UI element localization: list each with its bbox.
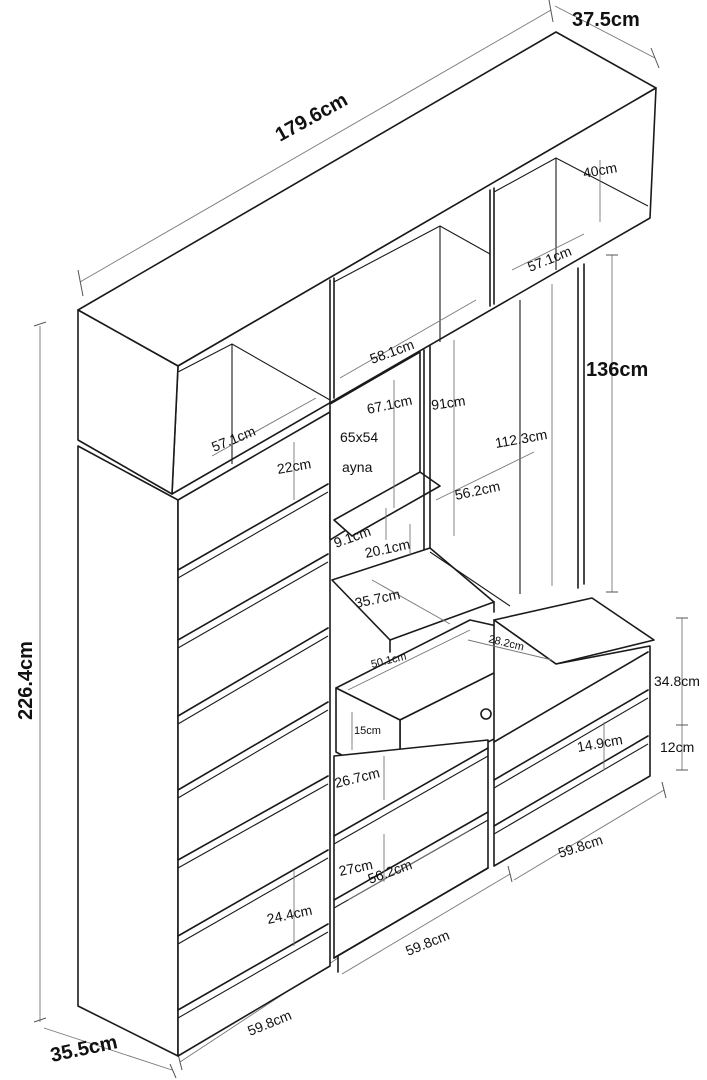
label-inner-height-91: 91cm [430, 392, 466, 413]
right-section [429, 263, 655, 867]
middle-section [329, 345, 561, 973]
label-mirror-word: ayna [342, 459, 373, 475]
label-inner-width-56: 56.2cm [453, 478, 501, 503]
label-mid-width: 59.8cm [403, 927, 452, 959]
top-unit [77, 31, 657, 495]
dimension-lines [33, 0, 688, 1079]
inner-dimension-arrows [211, 160, 605, 946]
label-bench-lower: 12cm [660, 739, 694, 755]
label-total-depth: 37.5cm [572, 9, 640, 31]
label-hanger-height: 136cm [586, 359, 648, 381]
label-inner-height-112: 112.3cm [494, 426, 549, 451]
label-bottom-mid-gap: 27cm [337, 856, 374, 879]
label-bench-shelf-gap: 14.9cm [576, 731, 624, 755]
label-bench-width: 59.8cm [556, 831, 605, 860]
label-total-width: 179.6cm [272, 89, 352, 147]
label-drawer-height: 15cm [354, 725, 381, 737]
label-total-height: 226.4cm [15, 641, 37, 720]
label-top-shelf-height: 40cm [582, 159, 618, 181]
label-bench-height: 34.8cm [654, 673, 700, 689]
label-mirror-size: 65x54 [340, 429, 378, 445]
label-side-depth: 35.5cm [48, 1031, 119, 1067]
label-left-shelf-gap: 22cm [276, 455, 312, 477]
left-tower [77, 411, 331, 1057]
